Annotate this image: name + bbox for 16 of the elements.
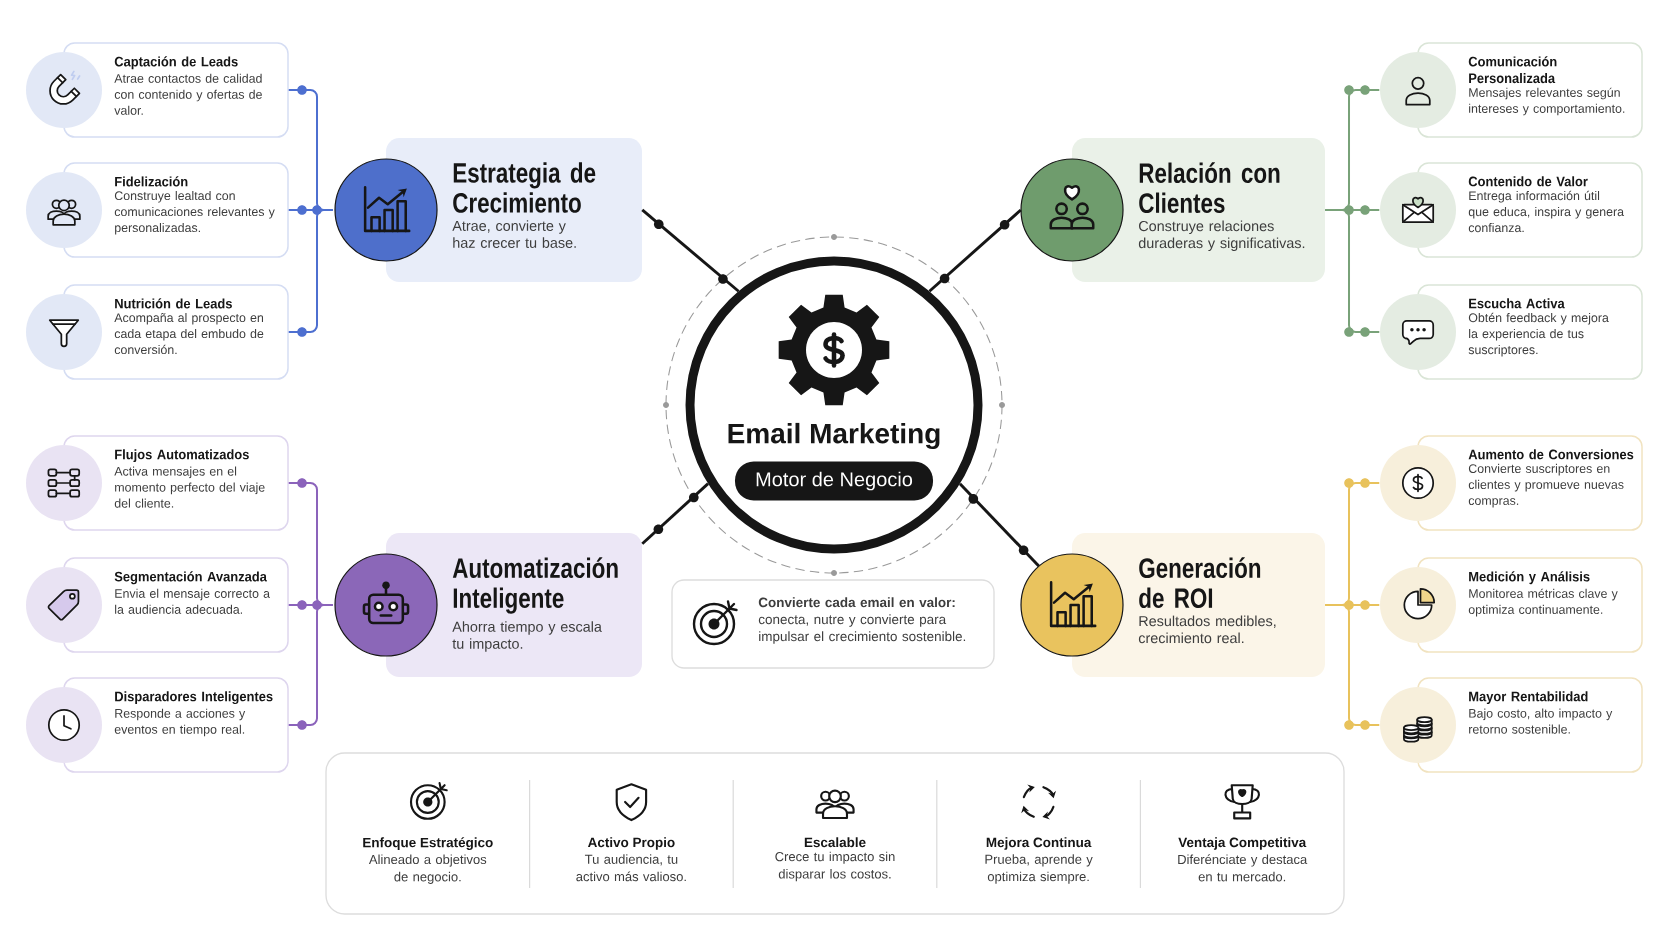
connector-line [641, 482, 710, 545]
feature-item: Mejora Continua Prueba, aprende y optimiza siempre. [985, 837, 1093, 884]
feature-item: Escalable Crece tu impacto sin disparar los costos. [775, 837, 895, 882]
bracket-line [1324, 604, 1381, 726]
connector-line [958, 482, 1040, 567]
feature-item: Activo Propio Tu audiencia, tu activo más valioso. [576, 837, 686, 882]
connector-line [641, 208, 740, 293]
callout-box: Convierte cada email en valor: conecta, nutre y convierte para impulsar el crecimiento sostenible. [671, 579, 995, 669]
bracket-line [287, 604, 334, 726]
feature-item: Ventaja Competitiva Diferénciate y destaca en tu mercado. [1178, 837, 1308, 882]
bracket-line [287, 209, 334, 333]
feature-item: Enfoque Estratégico Alineado a objetivos de negocio. [363, 837, 493, 884]
pill-label: Motor de Negocio [735, 461, 933, 501]
connector-line [928, 208, 1022, 293]
feature-bar [325, 752, 1345, 915]
bracket-line [1324, 209, 1381, 333]
